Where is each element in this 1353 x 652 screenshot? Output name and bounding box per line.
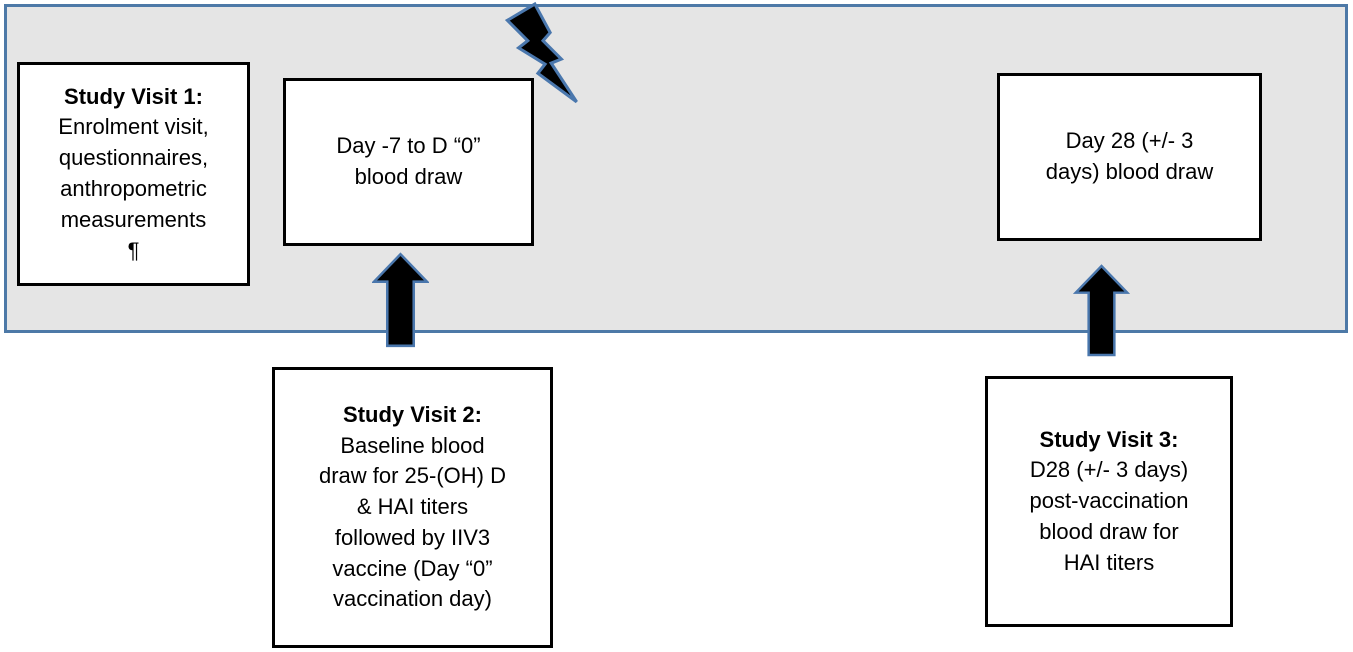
day-minus7-blood-draw-box: Day -7 to D “0” blood draw xyxy=(283,78,534,246)
study-visit-1-title: Study Visit 1: xyxy=(64,83,203,109)
study-visit-1-box: Study Visit 1: Enrolment visit, question… xyxy=(17,62,250,286)
study-visit-1-text: Enrolment visit, questionnaires, anthrop… xyxy=(58,114,209,263)
lightning-bolt-icon xyxy=(504,1,578,104)
study-visit-3-title: Study Visit 3: xyxy=(1039,426,1179,452)
up-arrow-icon xyxy=(1073,264,1130,357)
day-28-blood-draw-text: Day 28 (+/- 3 days) blood draw xyxy=(1045,128,1214,184)
study-visit-3-box: Study Visit 3: D28 (+/- 3 days) post-vac… xyxy=(985,376,1233,627)
day-28-blood-draw-box: Day 28 (+/- 3 days) blood draw xyxy=(997,73,1262,241)
up-arrow-icon xyxy=(372,252,429,348)
day-minus7-blood-draw-text: Day -7 to D “0” blood draw xyxy=(336,133,481,189)
study-visit-2-text: Baseline blood draw for 25-(OH) D & HAI … xyxy=(318,432,507,612)
study-visit-2-box: Study Visit 2: Baseline blood draw for 2… xyxy=(272,367,553,648)
study-visit-3-text: D28 (+/- 3 days) post-vaccination blood … xyxy=(1029,457,1189,575)
study-visit-2-title: Study Visit 2: xyxy=(343,401,482,427)
